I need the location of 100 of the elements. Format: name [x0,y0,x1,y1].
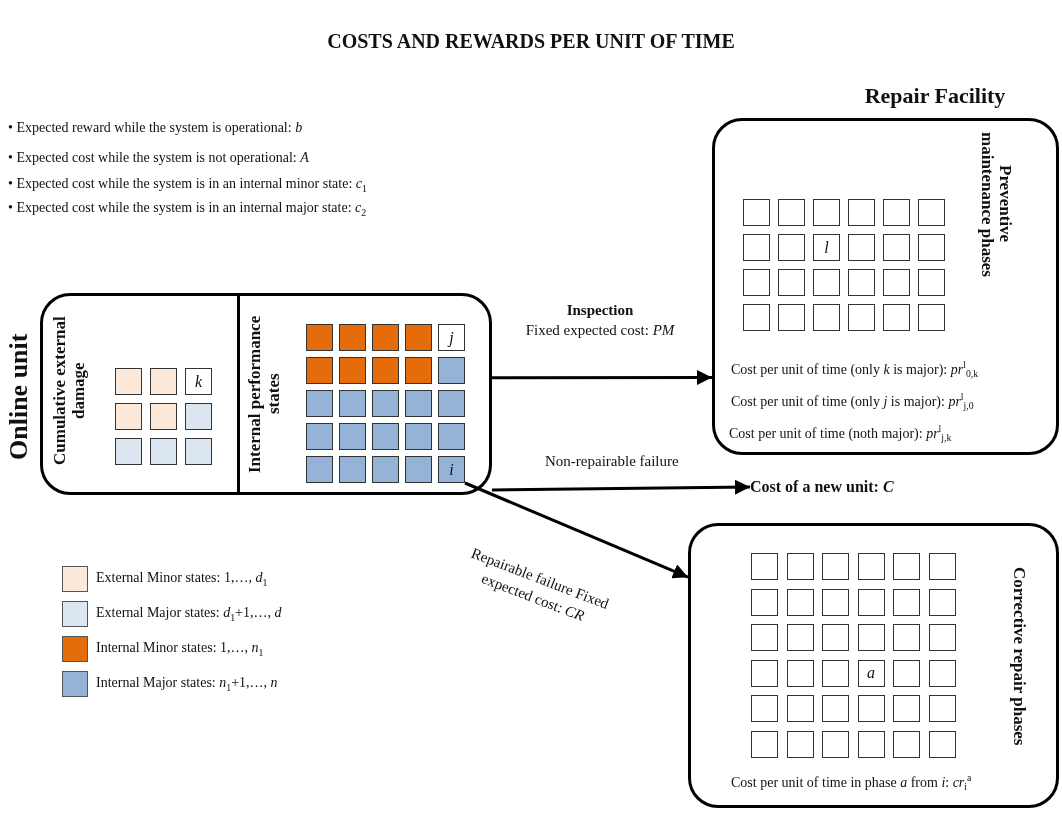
heading: Repair Facility [863,83,1007,110]
state-square [822,588,849,616]
state-square [786,659,814,687]
vertical-heading: Online unit [5,332,34,463]
state-square: a [857,659,885,687]
state-square [438,423,465,450]
state-square [339,423,366,450]
state-square [848,269,875,296]
state-square [857,588,885,616]
state-square [813,304,840,331]
state-square [928,659,956,687]
state-square [339,324,366,351]
state-square [883,304,910,331]
state-square [778,304,805,331]
state-square [751,553,778,580]
bullet-item: • Expected reward while the system is operational: b [8,120,303,136]
title: COSTS AND REWARDS PER UNIT OF TIME [326,30,736,53]
state-square [786,553,814,580]
state-square [438,357,465,384]
state-square [822,624,849,651]
state-square [778,269,805,296]
state-square: j [438,324,465,351]
state-square [115,403,142,430]
state-square [150,438,177,465]
state-square [751,730,778,758]
state-square [306,423,333,450]
state-square [405,423,432,450]
state-square [306,324,333,351]
state-square [306,456,333,483]
state-square [115,438,142,465]
state-square [822,730,849,758]
state-square [928,553,956,580]
state-square [857,553,885,580]
state-square [339,390,366,417]
legend-label: Internal Minor states: 1,…, n$_{1}$ [96,640,264,658]
state-square [786,695,814,722]
state-square [893,730,920,758]
state-square [893,553,920,580]
vertical-heading: Preventive maintenance phases [977,130,1015,279]
state-square [372,390,399,417]
state-square [751,588,778,616]
bullet-item: • Expected cost while the system is in an internal minor state: c$_{1}$ [8,176,367,194]
state-square: i [438,456,465,483]
state-square [893,695,920,722]
state-square [918,304,945,331]
state-square [883,199,910,226]
state-square [928,730,956,758]
state-square [743,199,770,226]
state-square [893,624,920,651]
state-square [813,199,840,226]
state-square [848,304,875,331]
state-square [743,234,770,261]
state-square [822,553,849,580]
state-square [372,324,399,351]
state-square [778,234,805,261]
state-square: l [813,234,840,261]
state-square [928,695,956,722]
state-square [822,659,849,687]
corrective-box [688,523,1059,808]
bullet-item: • Expected cost while the system is not operational: A [8,150,309,166]
bullet-item: • Expected cost while the system is in an internal major state: c$_{2}$ [8,200,367,218]
state-square [883,234,910,261]
vertical-heading: Internal performance states [246,314,284,475]
state-square [150,403,177,430]
state-square [786,588,814,616]
state-square [786,624,814,651]
arrow [492,479,750,495]
state-square [438,390,465,417]
state-square [339,357,366,384]
state-square [372,456,399,483]
state-square [893,659,920,687]
state-square [743,304,770,331]
state-square [306,357,333,384]
state-square [786,730,814,758]
state-square [405,390,432,417]
state-square [918,234,945,261]
state-square [405,357,432,384]
state-square [813,269,840,296]
legend-label: External Major states: d$_{1}$+1,…, d [96,605,282,623]
vertical-heading: Corrective repair phases [1009,565,1028,748]
state-square [928,588,956,616]
cost-text: Cost of a new unit: C [750,478,894,496]
state-square [405,456,432,483]
state-square [848,199,875,226]
state-square [306,390,333,417]
state-square [339,456,366,483]
state-square [857,730,885,758]
state-square [857,695,885,722]
state-square [778,199,805,226]
state-square [185,403,212,430]
state-square [857,624,885,651]
state-square [893,588,920,616]
vertical-heading: Cumulative external damage [51,315,89,468]
state-square [928,624,956,651]
state-square [822,695,849,722]
state-square [883,269,910,296]
state-square [115,368,142,395]
state-square: k [185,368,212,395]
state-square [751,659,778,687]
state-square [848,234,875,261]
